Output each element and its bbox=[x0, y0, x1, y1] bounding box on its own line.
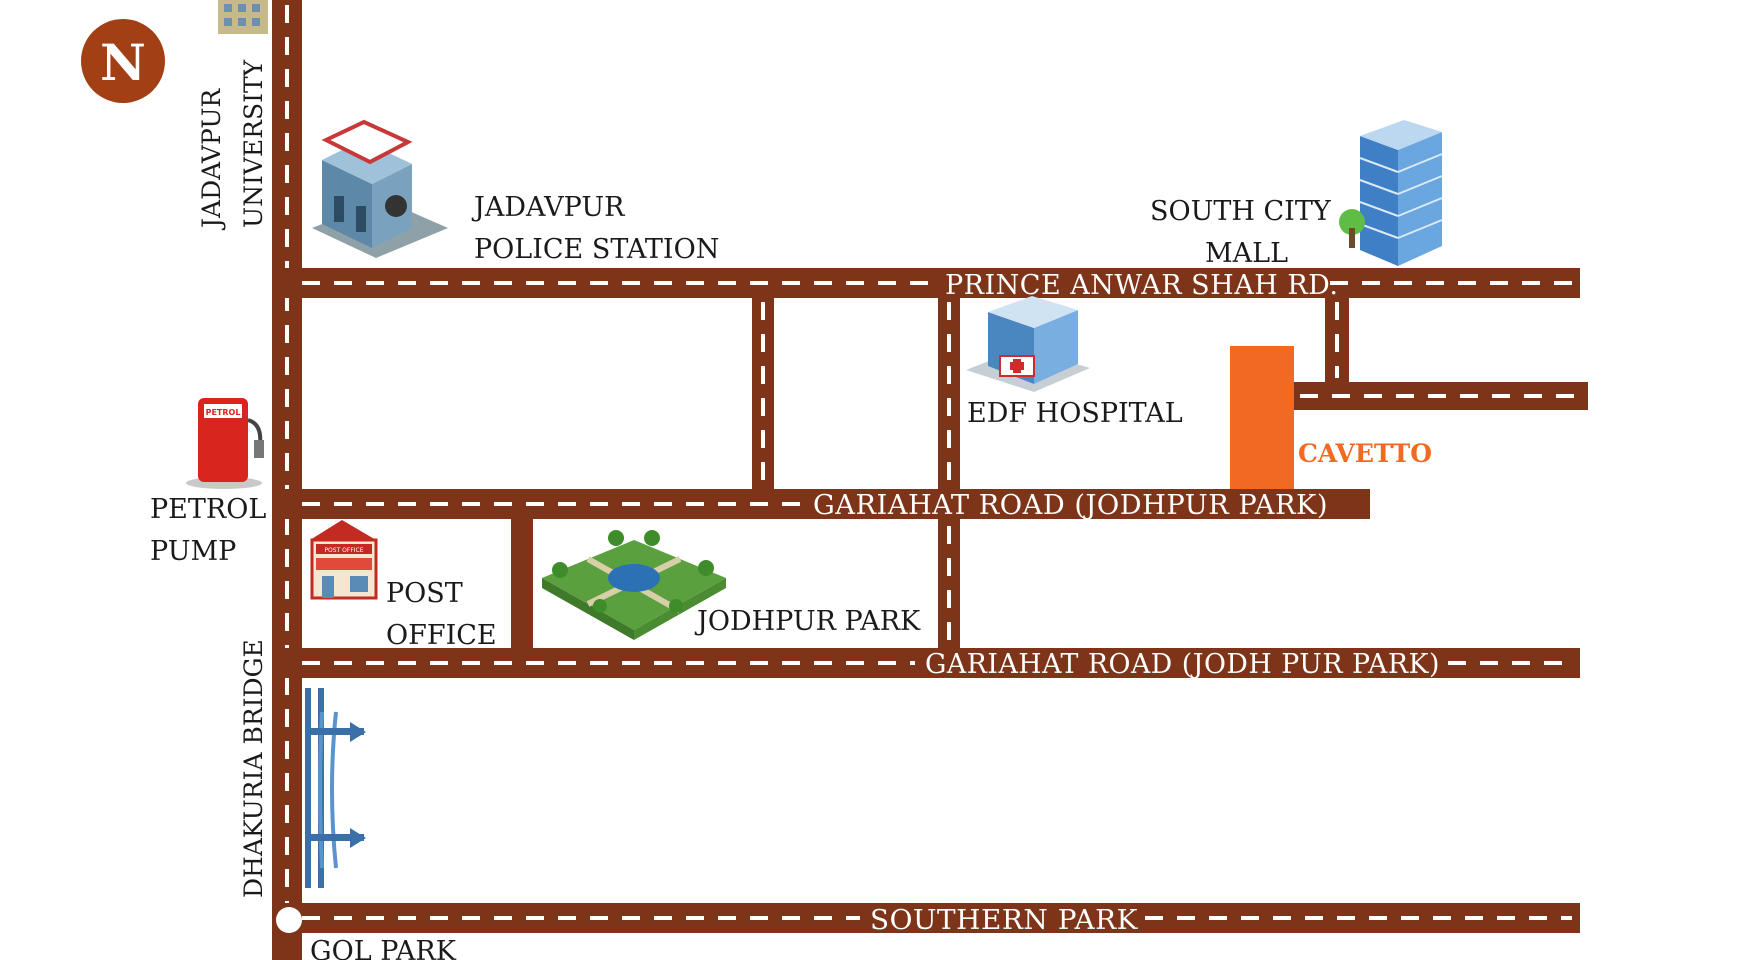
label-southern-park: SOUTHERN PARK bbox=[870, 905, 1138, 936]
label-cavetto: CAVETTO bbox=[1298, 439, 1432, 468]
label-south-city-mall-line1: SOUTH CITY bbox=[1150, 196, 1332, 227]
compass-icon bbox=[81, 19, 165, 103]
label-dhakuria-bridge: DHAKURIA BRIDGE bbox=[239, 639, 268, 898]
label-police-station-line2: POLICE STATION bbox=[474, 234, 719, 265]
road-connector-1 bbox=[752, 298, 774, 489]
label-gariahat-lower: GARIAHAT ROAD (JODH PUR PARK) bbox=[925, 649, 1440, 680]
label-police-station-line1: JADAVPUR bbox=[471, 192, 625, 223]
north-compass: N bbox=[81, 19, 165, 103]
gol-park-roundabout bbox=[276, 907, 302, 933]
police-station-icon bbox=[312, 119, 448, 258]
label-south-city-mall-line2: MALL bbox=[1205, 238, 1288, 269]
cavetto-marker bbox=[1230, 346, 1294, 489]
label-gariahat-upper: GARIAHAT ROAD (JODHPUR PARK) bbox=[813, 490, 1328, 521]
label-edf-hospital: EDF HOSPITAL bbox=[967, 398, 1183, 429]
petrol-sign-text: PETROL bbox=[206, 408, 241, 417]
label-petrol-pump-line2: PUMP bbox=[150, 536, 236, 567]
compass-letter: N bbox=[100, 33, 146, 92]
label-prince-anwar-shah: PRINCE ANWAR SHAH RD. bbox=[945, 270, 1338, 301]
petrol-pump-icon: PETROL bbox=[186, 398, 264, 489]
label-petrol-pump-line1: PETROL bbox=[150, 494, 266, 525]
post-office-sign-text: POST OFFICE bbox=[324, 547, 363, 554]
road-vertical-main bbox=[272, 0, 302, 960]
label-post-office-line1: POST bbox=[386, 578, 463, 609]
university-icon bbox=[218, 0, 268, 34]
label-jadavpur-university-line1: JADAVPUR bbox=[197, 88, 226, 231]
label-jadavpur-university-line2: UNIVERSITY bbox=[239, 59, 268, 228]
road-connector-3 bbox=[511, 519, 533, 648]
label-jodhpur-park: JODHPUR PARK bbox=[694, 606, 921, 637]
park-icon bbox=[542, 530, 726, 640]
label-gol-park: GOL PARK bbox=[310, 936, 457, 960]
bridge-icon bbox=[305, 688, 366, 888]
road-labels: PRINCE ANWAR SHAH RD. GARIAHAT ROAD (JOD… bbox=[806, 270, 1448, 936]
post-office-icon: POST OFFICE bbox=[310, 520, 378, 600]
hospital-icon bbox=[966, 296, 1090, 392]
mall-building-icon bbox=[1339, 120, 1443, 266]
label-post-office-line2: OFFICE bbox=[386, 620, 497, 651]
